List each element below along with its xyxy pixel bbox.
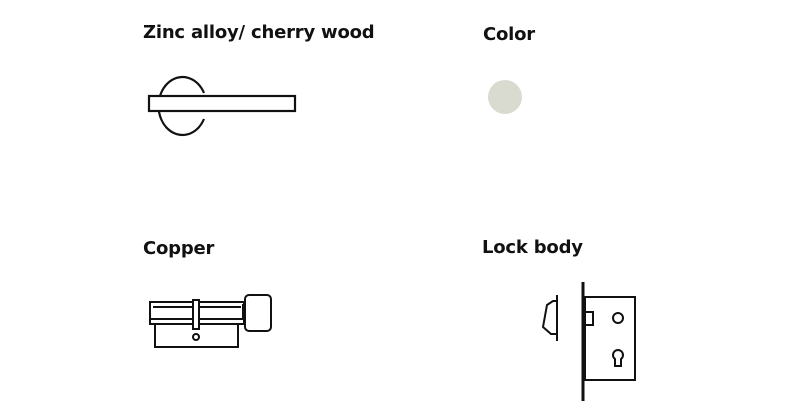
mortise-lock-body-icon	[541, 282, 636, 401]
lock-keyhole	[612, 349, 624, 367]
lock-case	[584, 296, 636, 381]
color-swatch	[488, 80, 522, 114]
strike-latch	[541, 300, 558, 335]
lock-spindle-hole	[612, 312, 624, 324]
cylinder-cam-slot	[192, 299, 200, 330]
lock-latch-bolt	[584, 311, 594, 326]
cylinder-screw-hole	[192, 333, 200, 341]
cylinder-material-label: Copper	[143, 238, 215, 259]
lock-body-label: Lock body	[482, 237, 583, 258]
material-label: Zinc alloy/ cherry wood	[143, 22, 375, 43]
handle-lever-bar	[147, 94, 297, 113]
color-label: Color	[483, 24, 535, 45]
lock-cylinder-icon	[149, 294, 272, 348]
cylinder-thumb-turn	[244, 294, 272, 332]
lever-handle-icon	[147, 75, 297, 137]
